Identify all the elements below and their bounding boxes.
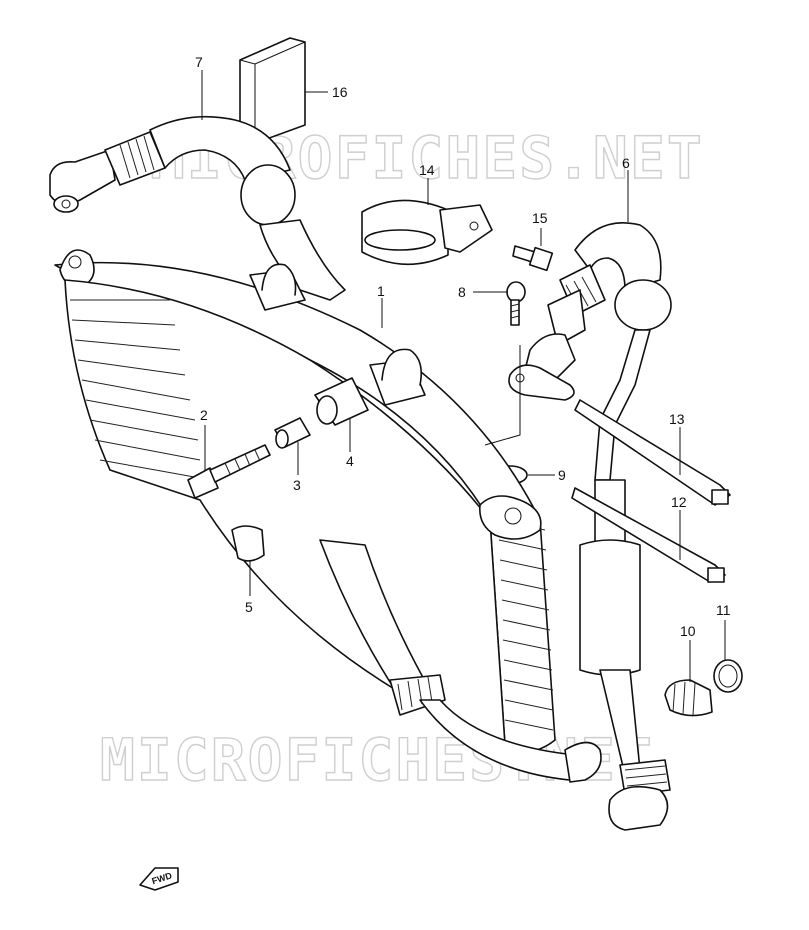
leader-lines bbox=[201, 70, 726, 682]
part-3-collar bbox=[274, 417, 311, 449]
callout-10: 10 bbox=[680, 623, 696, 639]
part-10-union bbox=[664, 679, 713, 717]
callout-5: 5 bbox=[245, 599, 253, 615]
part-2-bolt bbox=[187, 444, 271, 499]
callout-9: 9 bbox=[558, 467, 566, 483]
callout-7: 7 bbox=[195, 54, 203, 70]
callout-6: 6 bbox=[622, 155, 630, 171]
callout-16: 16 bbox=[332, 84, 348, 100]
part-4-grommet bbox=[314, 377, 369, 426]
part-1-oil-cooler-core bbox=[54, 249, 556, 753]
part-6-right-hose bbox=[524, 221, 672, 831]
callout-14: 14 bbox=[419, 162, 435, 178]
part-8-screw bbox=[506, 281, 526, 326]
part-14-bracket bbox=[361, 199, 493, 266]
callout-12: 12 bbox=[671, 494, 687, 510]
part-11-oring bbox=[713, 659, 743, 693]
callout-11: 11 bbox=[716, 602, 731, 618]
part-13-tie bbox=[574, 399, 731, 506]
callout-2: 2 bbox=[200, 407, 208, 423]
fwd-arrow-icon: FWD bbox=[139, 867, 179, 891]
part-5-clip bbox=[231, 525, 265, 562]
callout-1: 1 bbox=[377, 283, 385, 299]
callout-8: 8 bbox=[458, 284, 466, 300]
part-15-bolt bbox=[512, 245, 554, 272]
part-12-tie bbox=[571, 487, 726, 583]
callout-13: 13 bbox=[669, 411, 685, 427]
callout-15: 15 bbox=[532, 210, 548, 226]
part-7-upper-hose bbox=[49, 115, 346, 301]
callout-3: 3 bbox=[293, 477, 301, 493]
callout-4: 4 bbox=[346, 453, 354, 469]
lower-hose bbox=[319, 539, 602, 783]
